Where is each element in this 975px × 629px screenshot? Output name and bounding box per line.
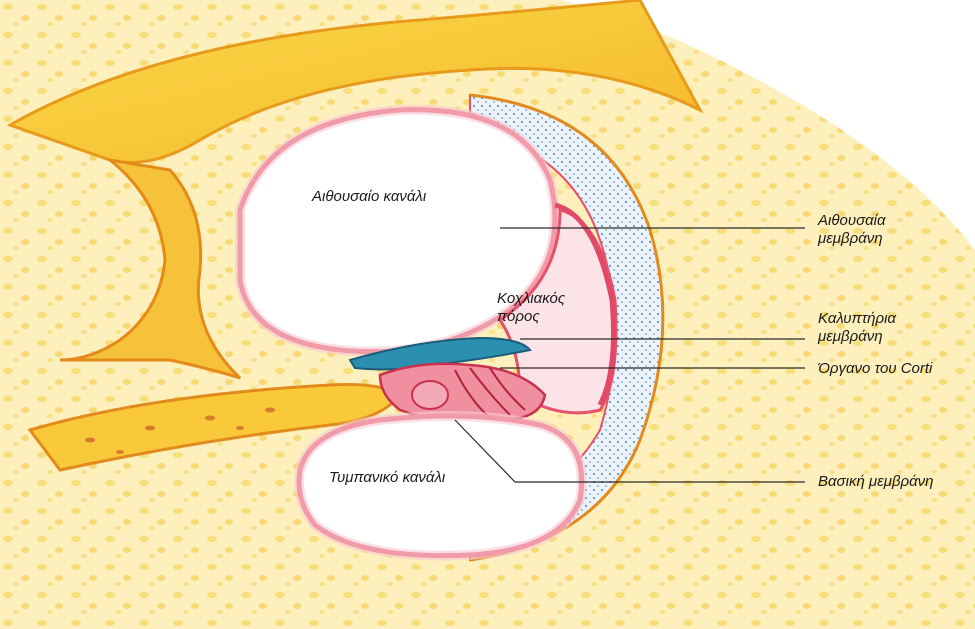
label-cochlear-duct: Κοχλιακός πόρος	[497, 290, 565, 326]
label-basilar-membrane: Βασική μεμβράνη	[818, 473, 934, 491]
label-tectorial-membrane-line1: Καλυπτήρια	[818, 310, 896, 328]
label-scala-tympani: Τυμπανικό κανάλι	[329, 469, 445, 487]
label-organ-of-corti: Όργανο του Corti	[818, 360, 932, 378]
label-scala-vestibuli: Αιθουσαίο κανάλι	[312, 188, 426, 206]
label-vestibular-membrane: Αιθουσαία μεμβράνη	[818, 212, 886, 248]
label-tectorial-membrane-line2: μεμβράνη	[818, 328, 896, 346]
label-cochlear-duct-line1: Κοχλιακός	[497, 290, 565, 308]
label-cochlear-duct-line2: πόρος	[497, 308, 565, 326]
label-vestibular-membrane-line2: μεμβράνη	[818, 230, 886, 248]
label-tectorial-membrane: Καλυπτήρια μεμβράνη	[818, 310, 896, 346]
label-vestibular-membrane-line1: Αιθουσαία	[818, 212, 886, 230]
